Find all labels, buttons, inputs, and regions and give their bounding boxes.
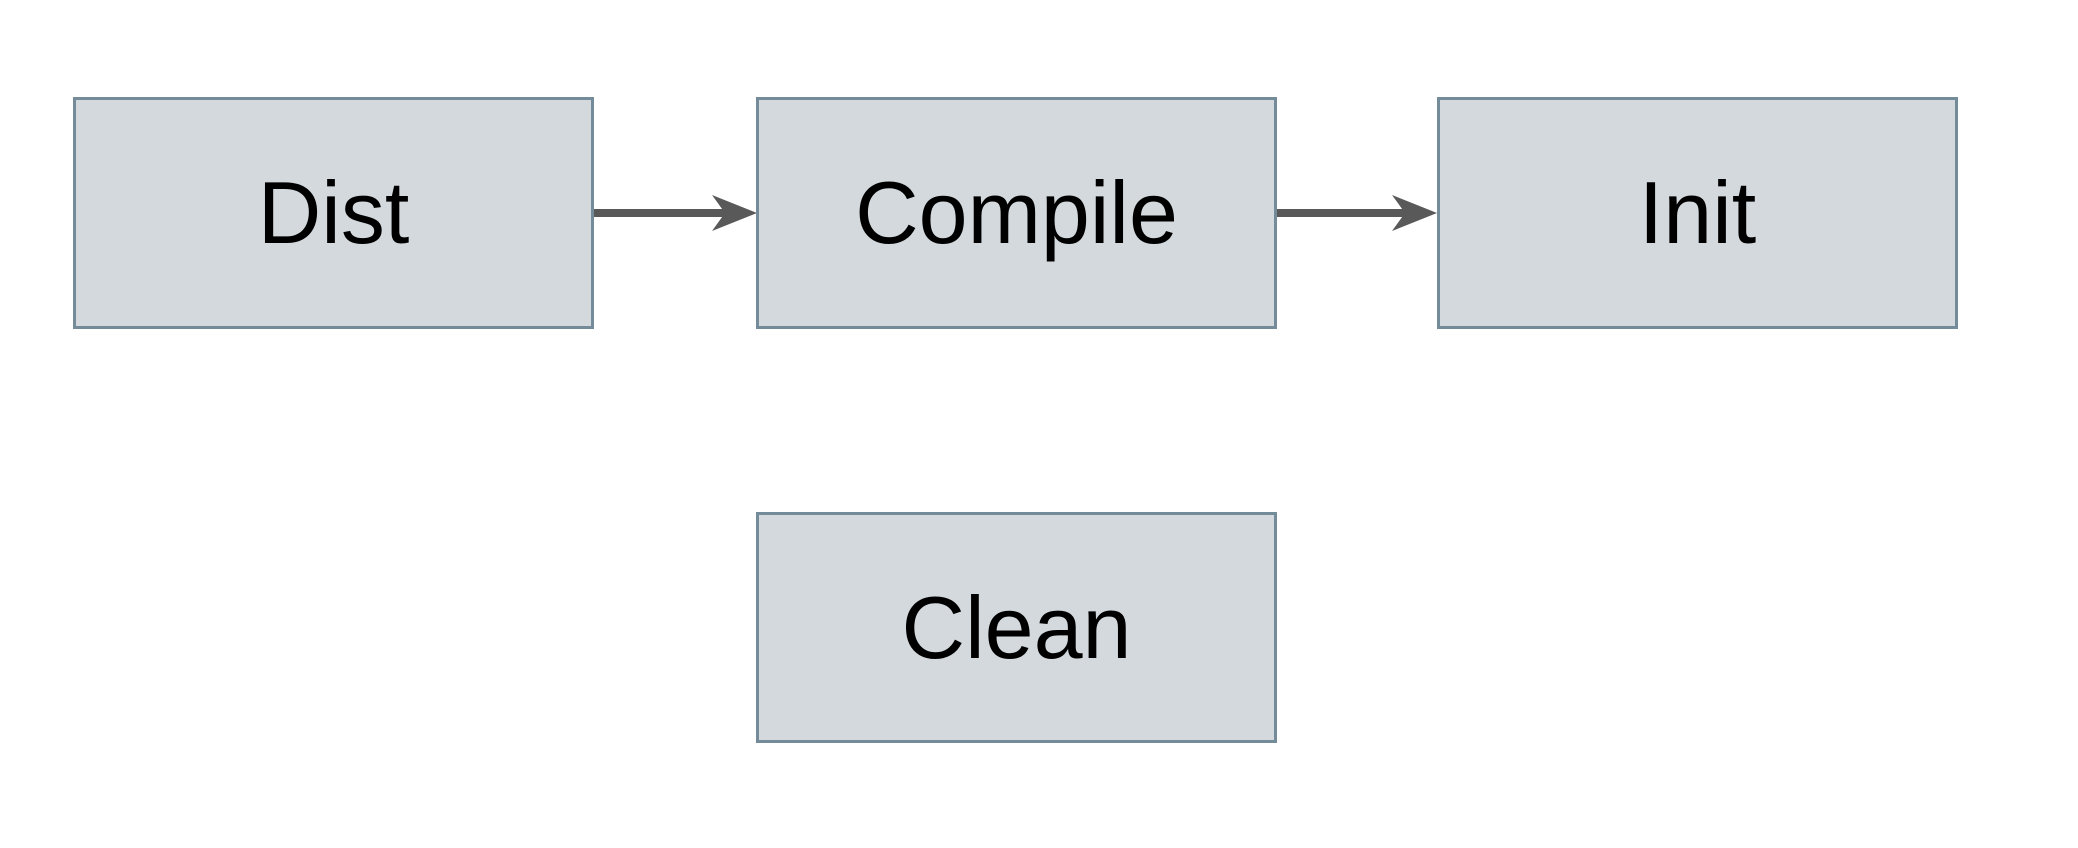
arrow-compile-to-init-icon <box>1277 195 1437 231</box>
node-clean-label: Clean <box>901 577 1132 677</box>
node-compile-label: Compile <box>855 163 1178 262</box>
node-dist-label: Dist <box>257 163 410 262</box>
node-compile: Compile <box>756 97 1277 329</box>
node-init-label: Init <box>1638 163 1757 262</box>
node-init: Init <box>1437 97 1958 329</box>
arrow-dist-to-compile-icon <box>594 195 757 231</box>
node-clean: Clean <box>756 512 1277 743</box>
node-dist: Dist <box>73 97 594 329</box>
